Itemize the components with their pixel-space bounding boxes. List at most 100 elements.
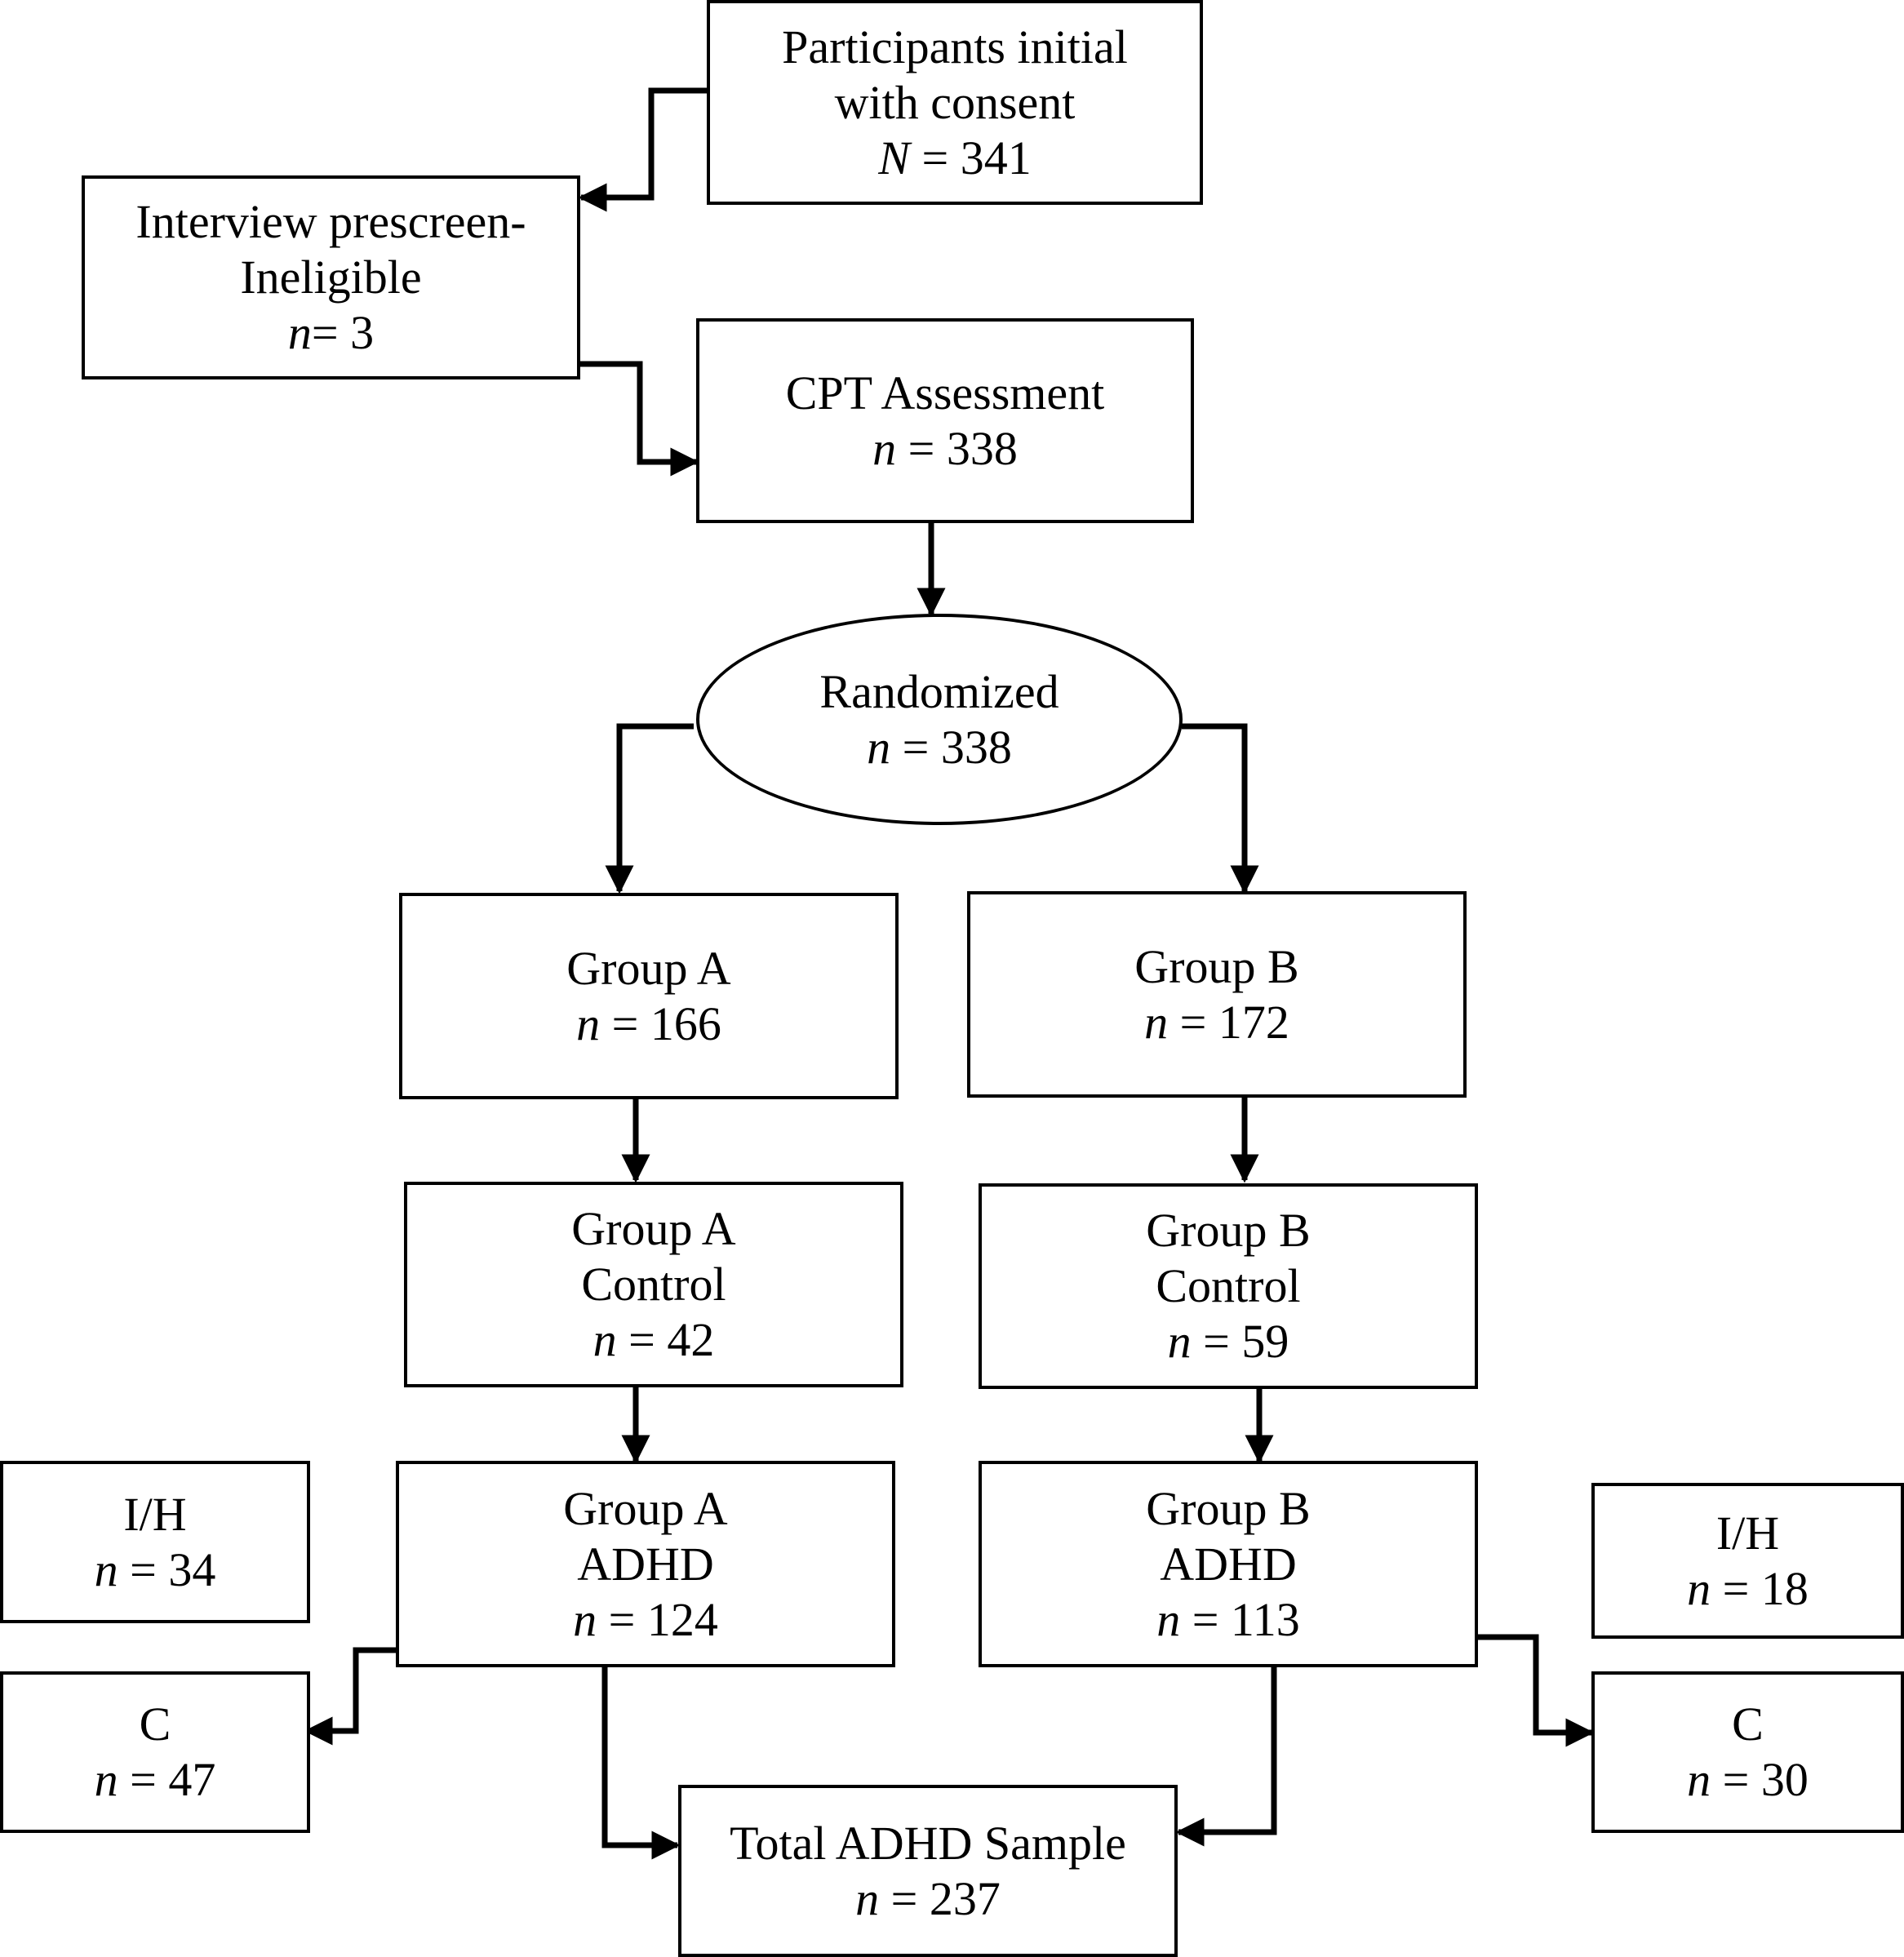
count-equals: =: [616, 1313, 668, 1366]
count-variable: n: [1167, 1315, 1192, 1368]
count-equals: =: [1191, 1315, 1242, 1368]
arrow-randomized-to-group-b: [1182, 723, 1259, 894]
count-value: 338: [940, 720, 1012, 774]
node-label-line: Ineligible: [240, 251, 422, 304]
count-equals: =: [600, 996, 650, 1050]
count-variable: n: [573, 1592, 597, 1646]
count-variable: n: [287, 306, 312, 359]
node-count: n = 166: [576, 996, 721, 1052]
node-label-line: I/H: [123, 1487, 187, 1541]
count-equals: =: [1168, 995, 1218, 1049]
count-variable: n: [872, 421, 897, 475]
count-value: 3: [350, 306, 375, 359]
node-label-line: Group B: [1146, 1481, 1311, 1535]
count-equals: =: [1711, 1561, 1761, 1615]
count-variable: n: [94, 1542, 118, 1596]
arrow-b-adhd-to-c: [1477, 1634, 1595, 1747]
count-value: 124: [646, 1592, 718, 1646]
node-count: n = 47: [95, 1752, 216, 1808]
count-value: 172: [1218, 995, 1289, 1049]
count-variable: n: [1156, 1592, 1181, 1646]
node-count: N = 341: [878, 131, 1031, 186]
node-label-line: C: [139, 1697, 171, 1751]
node-count: n = 34: [95, 1542, 216, 1598]
node-count: n = 172: [1144, 995, 1289, 1050]
node-label-line: Control: [581, 1258, 726, 1311]
count-variable: n: [1687, 1561, 1711, 1615]
count-value: 59: [1241, 1315, 1289, 1368]
count-value: 34: [168, 1542, 216, 1596]
count-variable: n: [867, 720, 891, 774]
node-label-line: ADHD: [1160, 1537, 1297, 1591]
count-equals: =: [118, 1753, 169, 1806]
node-label-line: Interview prescreen-: [135, 195, 526, 248]
count-equals: =: [118, 1542, 169, 1596]
arrow-randomized-to-group-a: [605, 723, 694, 894]
count-equals: =: [1711, 1753, 1761, 1806]
count-equals: =: [1180, 1592, 1231, 1646]
node-count: n = 237: [855, 1871, 1001, 1927]
count-value: 47: [168, 1753, 216, 1806]
node-label-line: C: [1732, 1697, 1764, 1751]
count-variable: n: [855, 1871, 880, 1925]
node-count: n = 338: [872, 421, 1018, 477]
arrow-a-adhd-to-total: [601, 1667, 681, 1860]
count-equals: =: [879, 1871, 930, 1925]
node-label-line: Group B: [1134, 939, 1299, 993]
count-equals: =: [909, 131, 961, 184]
node-count: n = 42: [593, 1312, 715, 1368]
count-value: 237: [929, 1871, 1001, 1925]
count-value: 113: [1230, 1592, 1300, 1646]
node-count: n = 30: [1687, 1752, 1809, 1808]
node-count: n = 338: [867, 720, 1012, 775]
count-variable: N: [878, 131, 910, 184]
arrow-b-adhd-to-total: [1175, 1667, 1277, 1847]
count-equals: =: [311, 306, 351, 359]
node-label-line: I/H: [1715, 1506, 1780, 1560]
count-value: 42: [667, 1313, 715, 1366]
count-equals: =: [597, 1592, 647, 1646]
node-label-line: Group B: [1146, 1204, 1311, 1257]
node-label-line: Total ADHD Sample: [730, 1816, 1126, 1870]
arrow-prescreen-to-cpt: [580, 361, 699, 477]
count-value: 338: [946, 421, 1018, 475]
count-value: 18: [1760, 1561, 1809, 1615]
count-equals: =: [890, 720, 941, 774]
node-count: n = 113: [1156, 1592, 1300, 1648]
count-value: 341: [960, 131, 1032, 184]
node-label-line: ADHD: [577, 1537, 714, 1591]
arrow-initial-to-prescreen: [578, 87, 707, 212]
count-value: 166: [650, 996, 721, 1050]
node-label-line: Group A: [563, 1481, 728, 1535]
count-variable: n: [593, 1313, 617, 1366]
node-label-line: CPT Assessment: [785, 366, 1105, 419]
count-variable: n: [94, 1753, 118, 1806]
count-variable: n: [576, 996, 601, 1050]
node-label-line: Group A: [571, 1202, 736, 1255]
node-label-line: Participants initial: [782, 20, 1128, 73]
count-variable: n: [1687, 1753, 1711, 1806]
node-count: n = 59: [1168, 1314, 1289, 1369]
node-count: n = 124: [573, 1592, 718, 1648]
node-label-line: Group A: [566, 941, 731, 995]
count-value: 30: [1760, 1753, 1809, 1806]
count-variable: n: [1144, 995, 1169, 1049]
count-equals: =: [896, 421, 947, 475]
node-count: n= 3: [288, 305, 374, 361]
